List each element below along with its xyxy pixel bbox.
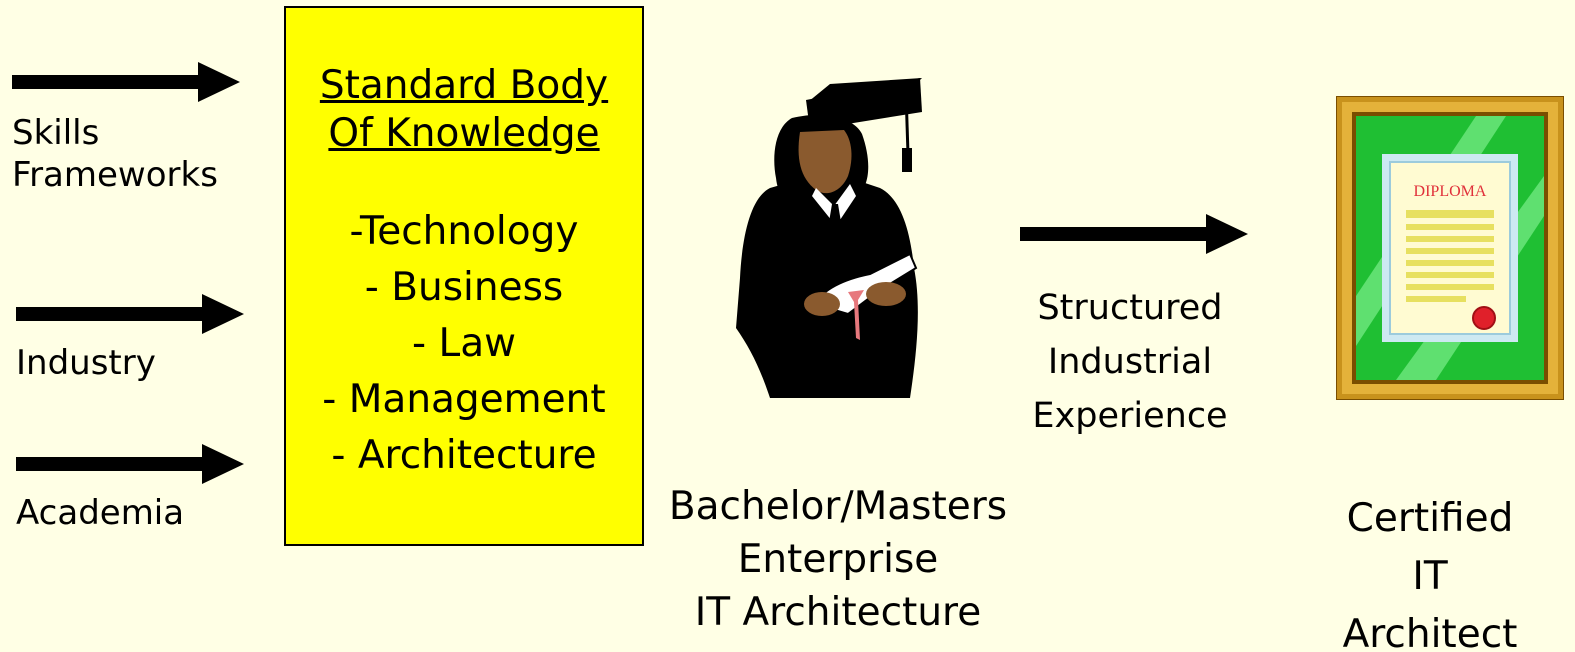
input-label-industry: Industry [16,343,156,383]
sbok-item: - Law [412,321,516,366]
diploma-icon: DIPLOMA [1336,96,1564,400]
experience-label-line3: Experience [1032,396,1228,436]
graduate-label-line3: IT Architecture [694,590,982,635]
arrow-skills [12,62,240,102]
experience-label: Structured Industrial Experience [1010,281,1250,443]
certified-label-line1: Certified [1346,496,1514,541]
input-label-skills: Skills Frameworks [12,112,218,196]
certified-label-line3: Architect [1342,612,1518,652]
sbok-item: - Architecture [331,433,597,478]
arrow-experience [1020,214,1248,254]
sbok-item: - Management [322,377,606,422]
sbok-item: - Business [364,265,564,310]
sbok-box: Standard Body Of Knowledge -Technology -… [284,6,644,546]
graduate-label: Bachelor/Masters Enterprise IT Architect… [648,480,1028,639]
arrow-academia [16,444,244,484]
experience-label-line1: Structured [1037,288,1223,328]
input-label-academia: Academia [16,493,185,533]
graduate-label-line1: Bachelor/Masters [668,484,1008,529]
sbok-item: -Technology [349,209,579,254]
sbok-title-line2: Of Knowledge [328,111,600,156]
input-label-skills-line2: Frameworks [12,155,218,195]
sbok-title-line1: Standard Body [319,63,609,108]
graduate-label-line2: Enterprise [737,537,939,582]
sbok-list: -Technology - Business - Law - Managemen… [286,204,642,484]
certified-label-line2: IT [1412,554,1448,599]
input-label-skills-line1: Skills [12,113,100,153]
certified-label: Certified IT Architect [1300,490,1560,652]
diploma-heading: DIPLOMA [1414,183,1487,200]
graduate-icon [736,78,922,398]
arrow-industry [16,294,244,334]
experience-label-line2: Industrial [1047,342,1213,382]
